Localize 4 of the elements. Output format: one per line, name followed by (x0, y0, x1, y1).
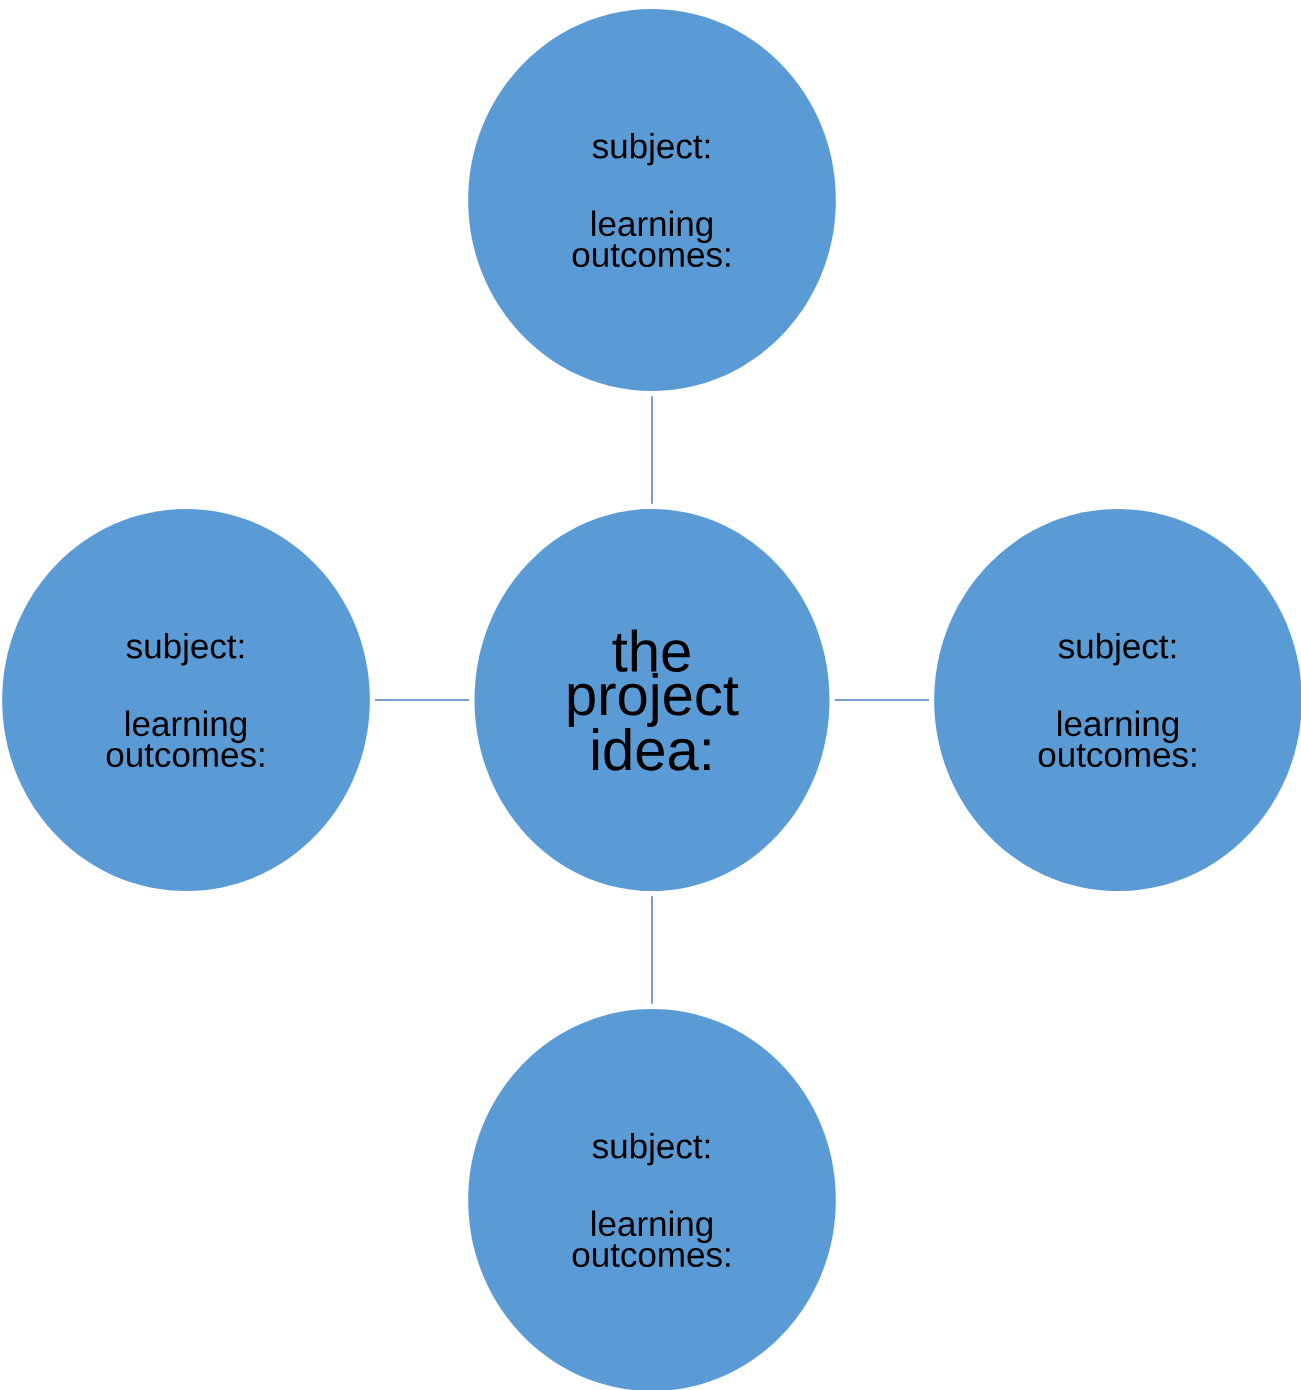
connector-line (833, 699, 930, 701)
connector-line (651, 895, 653, 1005)
connector-line (374, 699, 471, 701)
connector-line (651, 395, 653, 505)
